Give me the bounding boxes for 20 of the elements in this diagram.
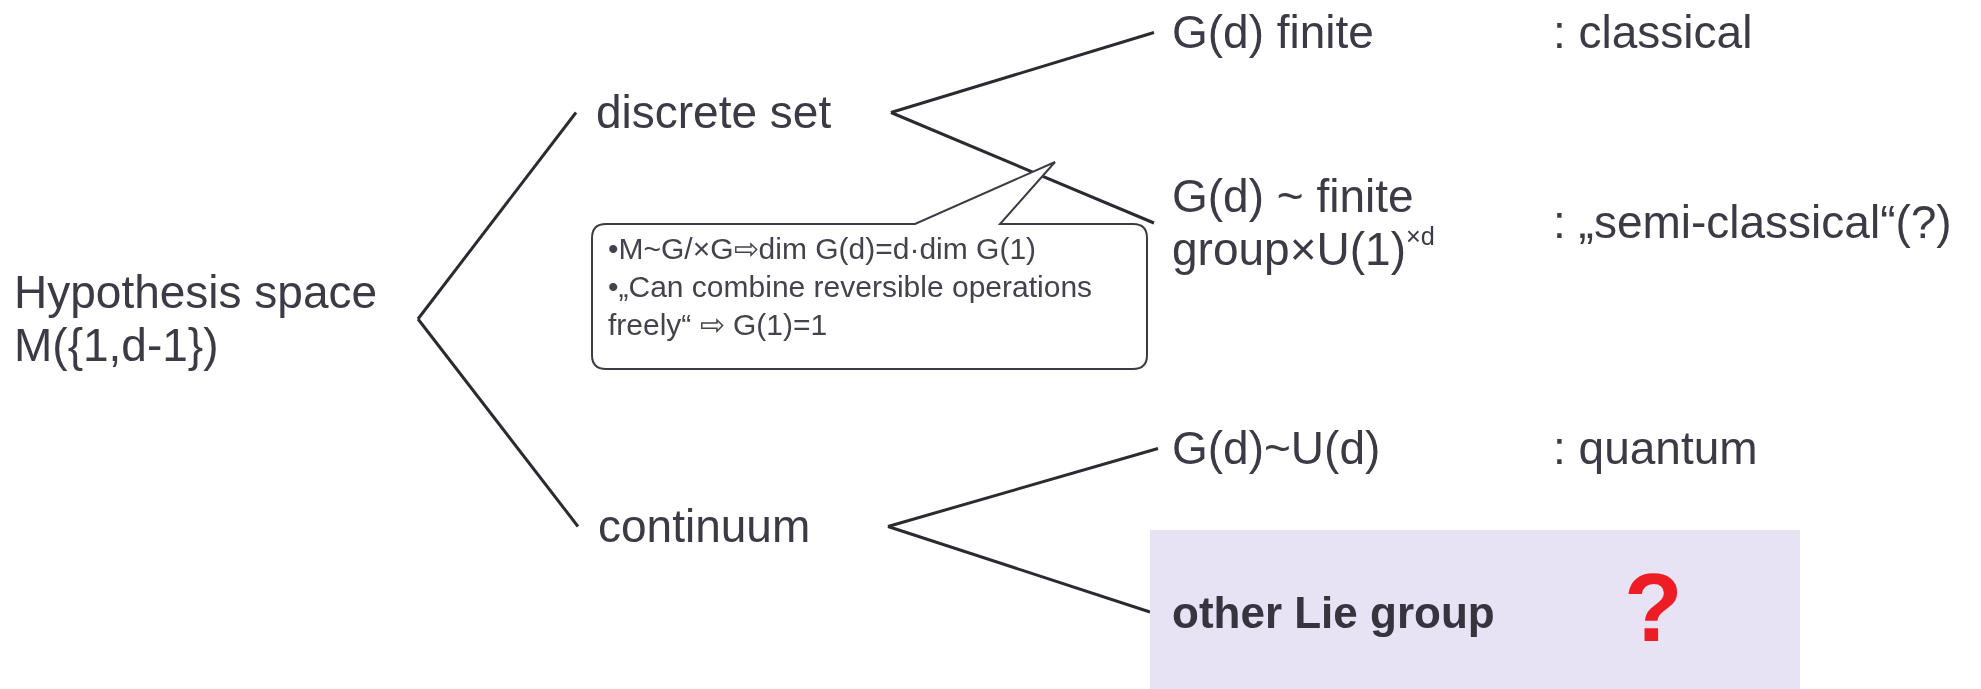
node-label: G(d) ~ finite group×U(1)$^{×d}$ [1172,170,1436,276]
node-label: continuum [598,500,812,553]
node-label: G(d) finite [1172,6,1375,59]
side-label: : quantum [1553,422,1758,475]
question-mark: ? [1624,560,1683,656]
node-label: G(d)~U(d) [1172,422,1382,475]
highlight-panel [1150,530,1800,689]
branch-line [887,525,1151,614]
side-label: : classical [1553,6,1753,59]
bullet-text: •„Can combine reversible operations freely“ ⇨ G(1)=1 [608,269,1094,343]
bullet-text: •M~G/×G⇨dim G(d)=d·dim G(1) [608,231,1038,267]
branch-line [890,31,1155,114]
branch-line [887,447,1159,528]
node-label: other Lie group [1172,588,1495,639]
node-label: discrete set [596,86,833,139]
node-label: Hypothesis space M({1,d-1}) [14,266,379,372]
branch-line [416,111,578,320]
side-label: : „semi-classical“(?) [1553,196,1952,249]
branch-line [890,111,1155,225]
branch-line [416,318,580,528]
